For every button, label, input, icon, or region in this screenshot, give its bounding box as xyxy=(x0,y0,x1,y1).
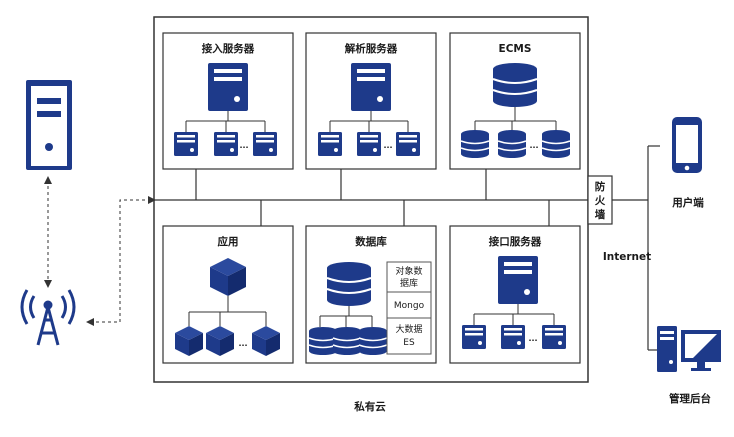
firewall-box xyxy=(587,175,613,225)
parse-server-icons: ··· xyxy=(318,63,420,156)
internet-links xyxy=(612,145,660,351)
private-cloud-label: 私有云 xyxy=(353,400,386,413)
access-server-box xyxy=(162,32,294,170)
svg-text:···: ··· xyxy=(238,341,247,350)
firewall-char-3: 墙 xyxy=(595,208,606,221)
svg-text:···: ··· xyxy=(383,143,392,152)
access-server-icons: ··· xyxy=(174,63,277,156)
antenna-node xyxy=(43,300,53,310)
firewall-char-1: 防 xyxy=(595,180,606,193)
access-server-label: 接入服务器 xyxy=(202,42,255,55)
app-icons: ··· xyxy=(175,258,280,356)
db-bigdata-line2: ES xyxy=(403,338,415,348)
desktop-computer-icon xyxy=(657,326,721,372)
user-client-label: 用户端 xyxy=(671,196,704,209)
internet-label: Internet xyxy=(603,251,651,263)
arrowheads xyxy=(44,176,156,326)
api-server-box xyxy=(449,225,581,364)
db-bigdata-line1: 大数据 xyxy=(395,323,422,335)
svg-text:···: ··· xyxy=(239,143,248,152)
svg-text:···: ··· xyxy=(529,143,538,152)
db-object-line1: 对象数 xyxy=(395,265,422,277)
ecms-box xyxy=(449,32,581,170)
parse-server-label: 解析服务器 xyxy=(344,42,398,55)
db-mongo: Mongo xyxy=(394,301,425,311)
tower-server-icon xyxy=(26,80,72,170)
api-server-icons: ··· xyxy=(462,256,566,349)
ecms-label: ECMS xyxy=(499,43,532,55)
database-icons xyxy=(308,261,388,356)
app-label: 应用 xyxy=(218,235,239,248)
app-box xyxy=(162,225,294,364)
database-label: 数据库 xyxy=(354,235,387,248)
ecms-icons: ··· xyxy=(460,62,571,159)
parse-server-box xyxy=(305,32,437,170)
db-object-line2: 据库 xyxy=(400,277,418,289)
dashed-links xyxy=(47,180,152,323)
api-server-label: 接口服务器 xyxy=(489,235,542,248)
antenna-icon xyxy=(20,289,76,346)
database-box xyxy=(305,225,437,364)
database-type-list xyxy=(386,261,432,355)
phone-icon xyxy=(672,117,702,173)
svg-text:···: ··· xyxy=(528,336,537,345)
network-bus xyxy=(154,169,588,226)
admin-label: 管理后台 xyxy=(669,392,711,405)
firewall-char-2: 火 xyxy=(595,195,606,207)
